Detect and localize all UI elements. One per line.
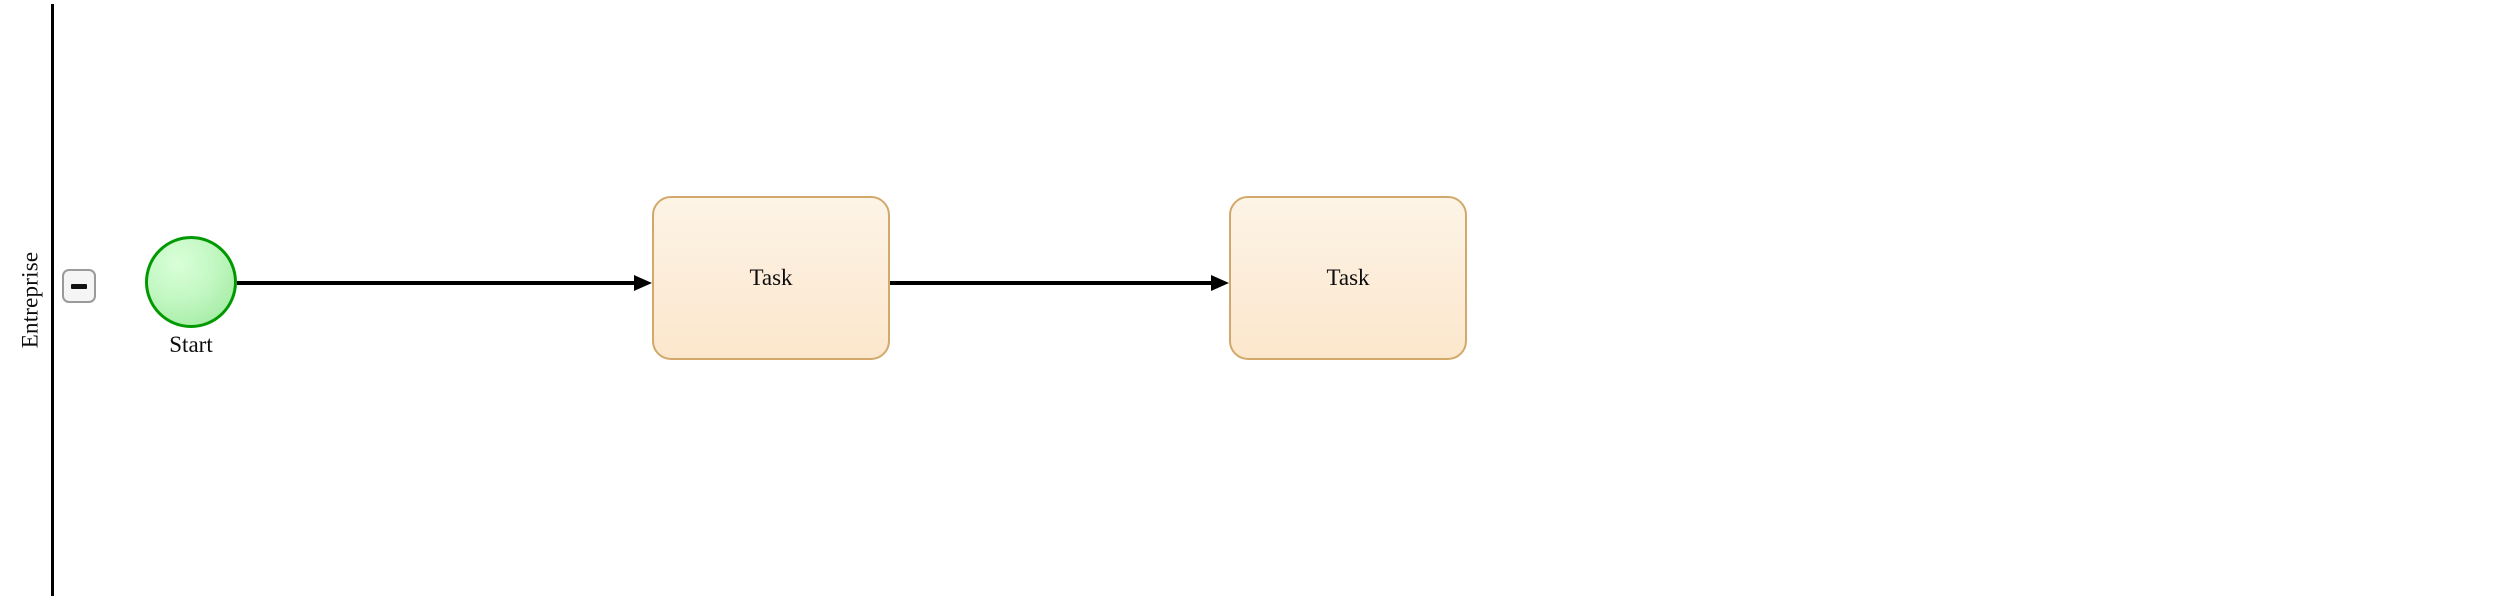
flow-line (890, 281, 1213, 285)
start-event-label: Start (169, 332, 213, 357)
lane-collapse-button[interactable] (62, 269, 96, 303)
arrowhead-icon (1211, 275, 1229, 291)
sequence-flow-task1-to-task2[interactable] (890, 275, 1229, 291)
flow-line (237, 281, 636, 285)
task-label: Task (1326, 265, 1370, 290)
sequence-flow-start-to-task1[interactable] (237, 275, 652, 291)
task-node-2[interactable]: Task (1229, 196, 1467, 360)
task-node-1[interactable]: Task (652, 196, 890, 360)
start-event-node[interactable] (145, 236, 237, 328)
minus-icon (71, 283, 87, 289)
lane-header[interactable]: Entreprise (8, 4, 54, 596)
arrowhead-icon (634, 275, 652, 291)
lane-label: Entreprise (17, 251, 42, 349)
task-label: Task (749, 265, 793, 290)
